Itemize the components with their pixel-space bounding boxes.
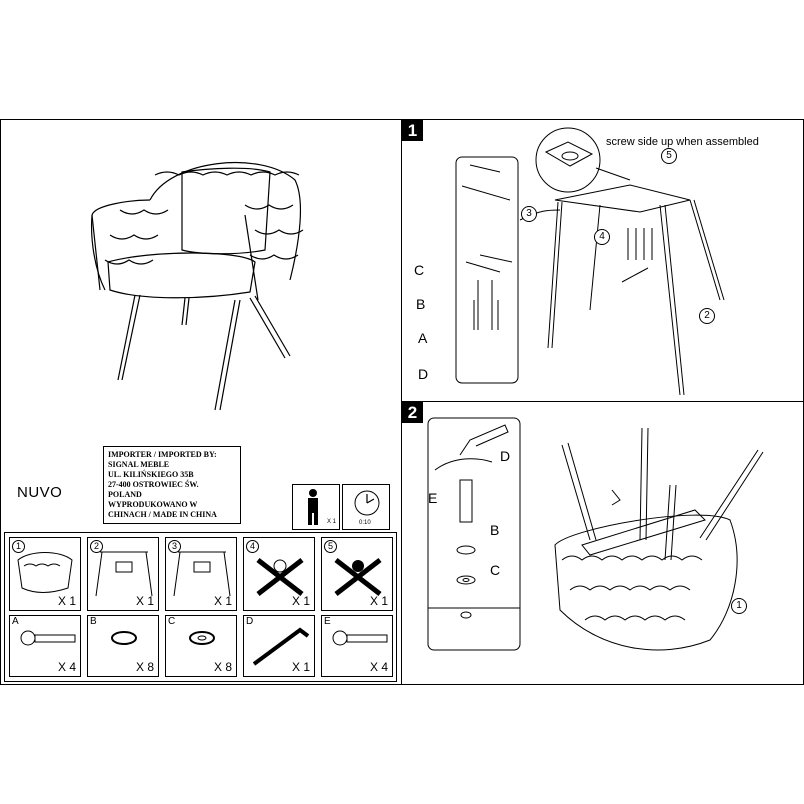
callout-part-2: 2	[699, 308, 715, 324]
part-qty: X 1	[57, 594, 76, 608]
label-C-step2: C	[490, 562, 501, 578]
cross-bracket-icon	[244, 538, 315, 611]
part-4: 4 X 1	[243, 537, 315, 611]
model-name: NUVO	[17, 484, 63, 501]
importer-line: SIGNAL MEBLE	[108, 460, 170, 469]
persons-box: X 1	[292, 484, 340, 530]
importer-line: POLAND	[108, 490, 142, 499]
callout-part-4: 4	[594, 229, 610, 245]
callout-part-5: 5	[661, 148, 677, 164]
label-D-step2: D	[500, 448, 511, 464]
clock-icon	[343, 485, 391, 531]
callout-part-1: 1	[731, 598, 747, 614]
part-qty: X 8	[213, 660, 232, 674]
persons-count: X 1	[326, 519, 336, 525]
step-1-note: screw side up when assembled	[606, 136, 759, 148]
part-qty: X 4	[369, 660, 388, 674]
part-id: E	[324, 616, 331, 627]
assembly-time: 0:10	[359, 520, 371, 526]
callout-part-3: 3	[521, 206, 537, 222]
part-qty: X 8	[135, 660, 154, 674]
part-qty: X 4	[57, 660, 76, 674]
parts-list: 1 X 1 2 X 1 3 X 1 4 X 1 5	[4, 532, 397, 682]
part-2: 2 X 1	[87, 537, 159, 611]
vertical-divider	[401, 119, 402, 685]
rear-legs-icon	[166, 538, 237, 611]
part-id: C	[168, 616, 176, 627]
label-B-step2: B	[490, 522, 500, 538]
bolt-icon	[10, 616, 81, 677]
importer-line: IMPORTER / IMPORTED BY:	[108, 450, 217, 459]
hardware-C: C X 8	[165, 615, 237, 677]
part-id: 3	[168, 540, 181, 553]
step-1-badge: 1	[402, 120, 423, 141]
hardware-A: A X 4	[9, 615, 81, 677]
hardware-E: E X 4	[321, 615, 393, 677]
part-id: D	[246, 616, 254, 627]
importer-line: WYPRODUKOWANO W	[108, 500, 198, 509]
part-5: 5 X 1	[321, 537, 393, 611]
part-1: 1 X 1	[9, 537, 81, 611]
part-id: 1	[12, 540, 25, 553]
flat-washer-icon	[166, 616, 237, 677]
part-qty: X 1	[369, 594, 388, 608]
horizontal-divider	[401, 401, 804, 402]
hardware-D: D X 1	[243, 615, 315, 677]
part-qty: X 1	[291, 594, 310, 608]
spring-washer-icon	[88, 616, 159, 677]
part-id: 2	[90, 540, 103, 553]
allen-key-icon	[244, 616, 315, 677]
part-qty: X 1	[291, 660, 310, 674]
part-id: B	[90, 616, 97, 627]
label-C: C	[414, 262, 425, 278]
importer-line: CHINACH / MADE IN CHINA	[108, 510, 217, 519]
part-id: 5	[324, 540, 337, 553]
time-box: 0:10	[342, 484, 390, 530]
importer-line: 27-400 OSTROWIEC ŚW.	[108, 480, 199, 489]
part-qty: X 1	[135, 594, 154, 608]
front-legs-icon	[88, 538, 159, 611]
label-B: B	[416, 296, 426, 312]
importer-info-box: IMPORTER / IMPORTED BY: SIGNAL MEBLE UL.…	[103, 446, 241, 524]
label-A: A	[418, 330, 428, 346]
seat-icon	[10, 538, 81, 611]
part-qty: X 1	[213, 594, 232, 608]
cross-bracket-icon	[322, 538, 393, 611]
part-3: 3 X 1	[165, 537, 237, 611]
part-id: 4	[246, 540, 259, 553]
person-icon	[308, 489, 318, 525]
importer-line: UL. KILIŃSKIEGO 35B	[108, 470, 194, 479]
label-D: D	[418, 366, 429, 382]
bolt-icon	[322, 616, 393, 677]
step-2-badge: 2	[402, 402, 423, 423]
part-id: A	[12, 616, 19, 627]
label-E-step2: E	[428, 490, 438, 506]
hardware-B: B X 8	[87, 615, 159, 677]
